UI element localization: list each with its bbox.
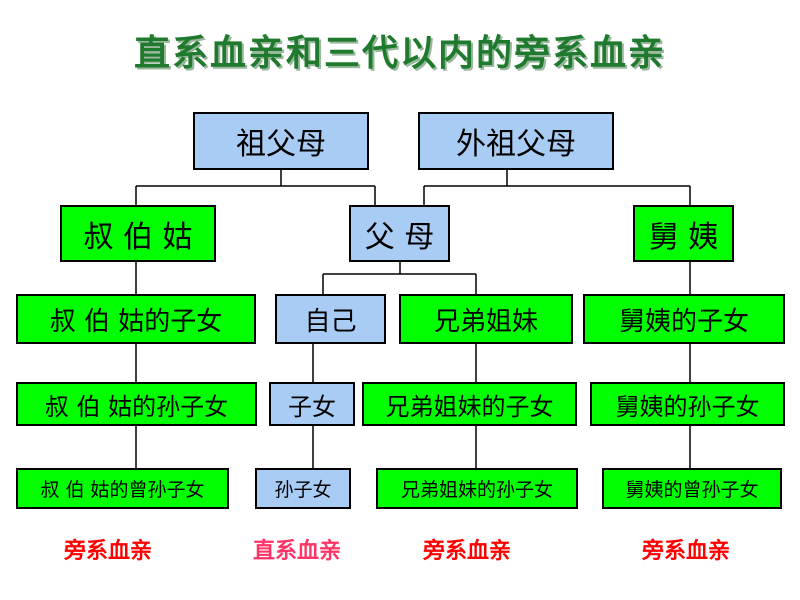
- node-maternal-uncles-aunts: 舅 姨: [633, 205, 734, 262]
- node-cousins-children: 叔 伯 姑的孙子女: [16, 382, 257, 426]
- node-siblings-grandchildren: 兄弟姐妹的孙子女: [376, 468, 578, 509]
- node-cousins-grandchildren: 叔 伯 姑的曾孙子女: [16, 468, 229, 509]
- connector-maternal-grandparents: [423, 170, 691, 205]
- node-siblings-children: 兄弟姐妹的子女: [362, 382, 577, 426]
- node-self: 自己: [275, 294, 386, 344]
- node-maternal-cousins-grandchildren: 舅姨的曾孙子女: [602, 468, 782, 509]
- node-grandparents: 祖父母: [193, 112, 369, 170]
- node-uncles-aunts: 叔 伯 姑: [60, 205, 216, 262]
- node-parents: 父 母: [349, 205, 450, 262]
- label-collateral-col1: 旁系血亲: [64, 539, 153, 564]
- label-lineal: 直系血亲: [253, 539, 342, 564]
- node-children: 子女: [269, 382, 355, 426]
- node-siblings: 兄弟姐妹: [399, 294, 573, 344]
- diagram-title: 直系血亲和三代以内的旁系血亲: [133, 33, 666, 74]
- connector-parents: [322, 262, 477, 294]
- label-collateral-col4: 旁系血亲: [642, 539, 731, 564]
- node-maternal-cousins-children: 舅姨的孙子女: [590, 382, 785, 426]
- label-collateral-col3: 旁系血亲: [423, 539, 512, 564]
- node-maternal-cousins: 舅姨的子女: [583, 294, 785, 344]
- node-grandchildren: 孙子女: [255, 468, 351, 509]
- node-cousins: 叔 伯 姑的子女: [16, 294, 256, 344]
- node-maternal-grandparents: 外祖父母: [418, 112, 614, 170]
- connector-grandparents: [135, 170, 376, 205]
